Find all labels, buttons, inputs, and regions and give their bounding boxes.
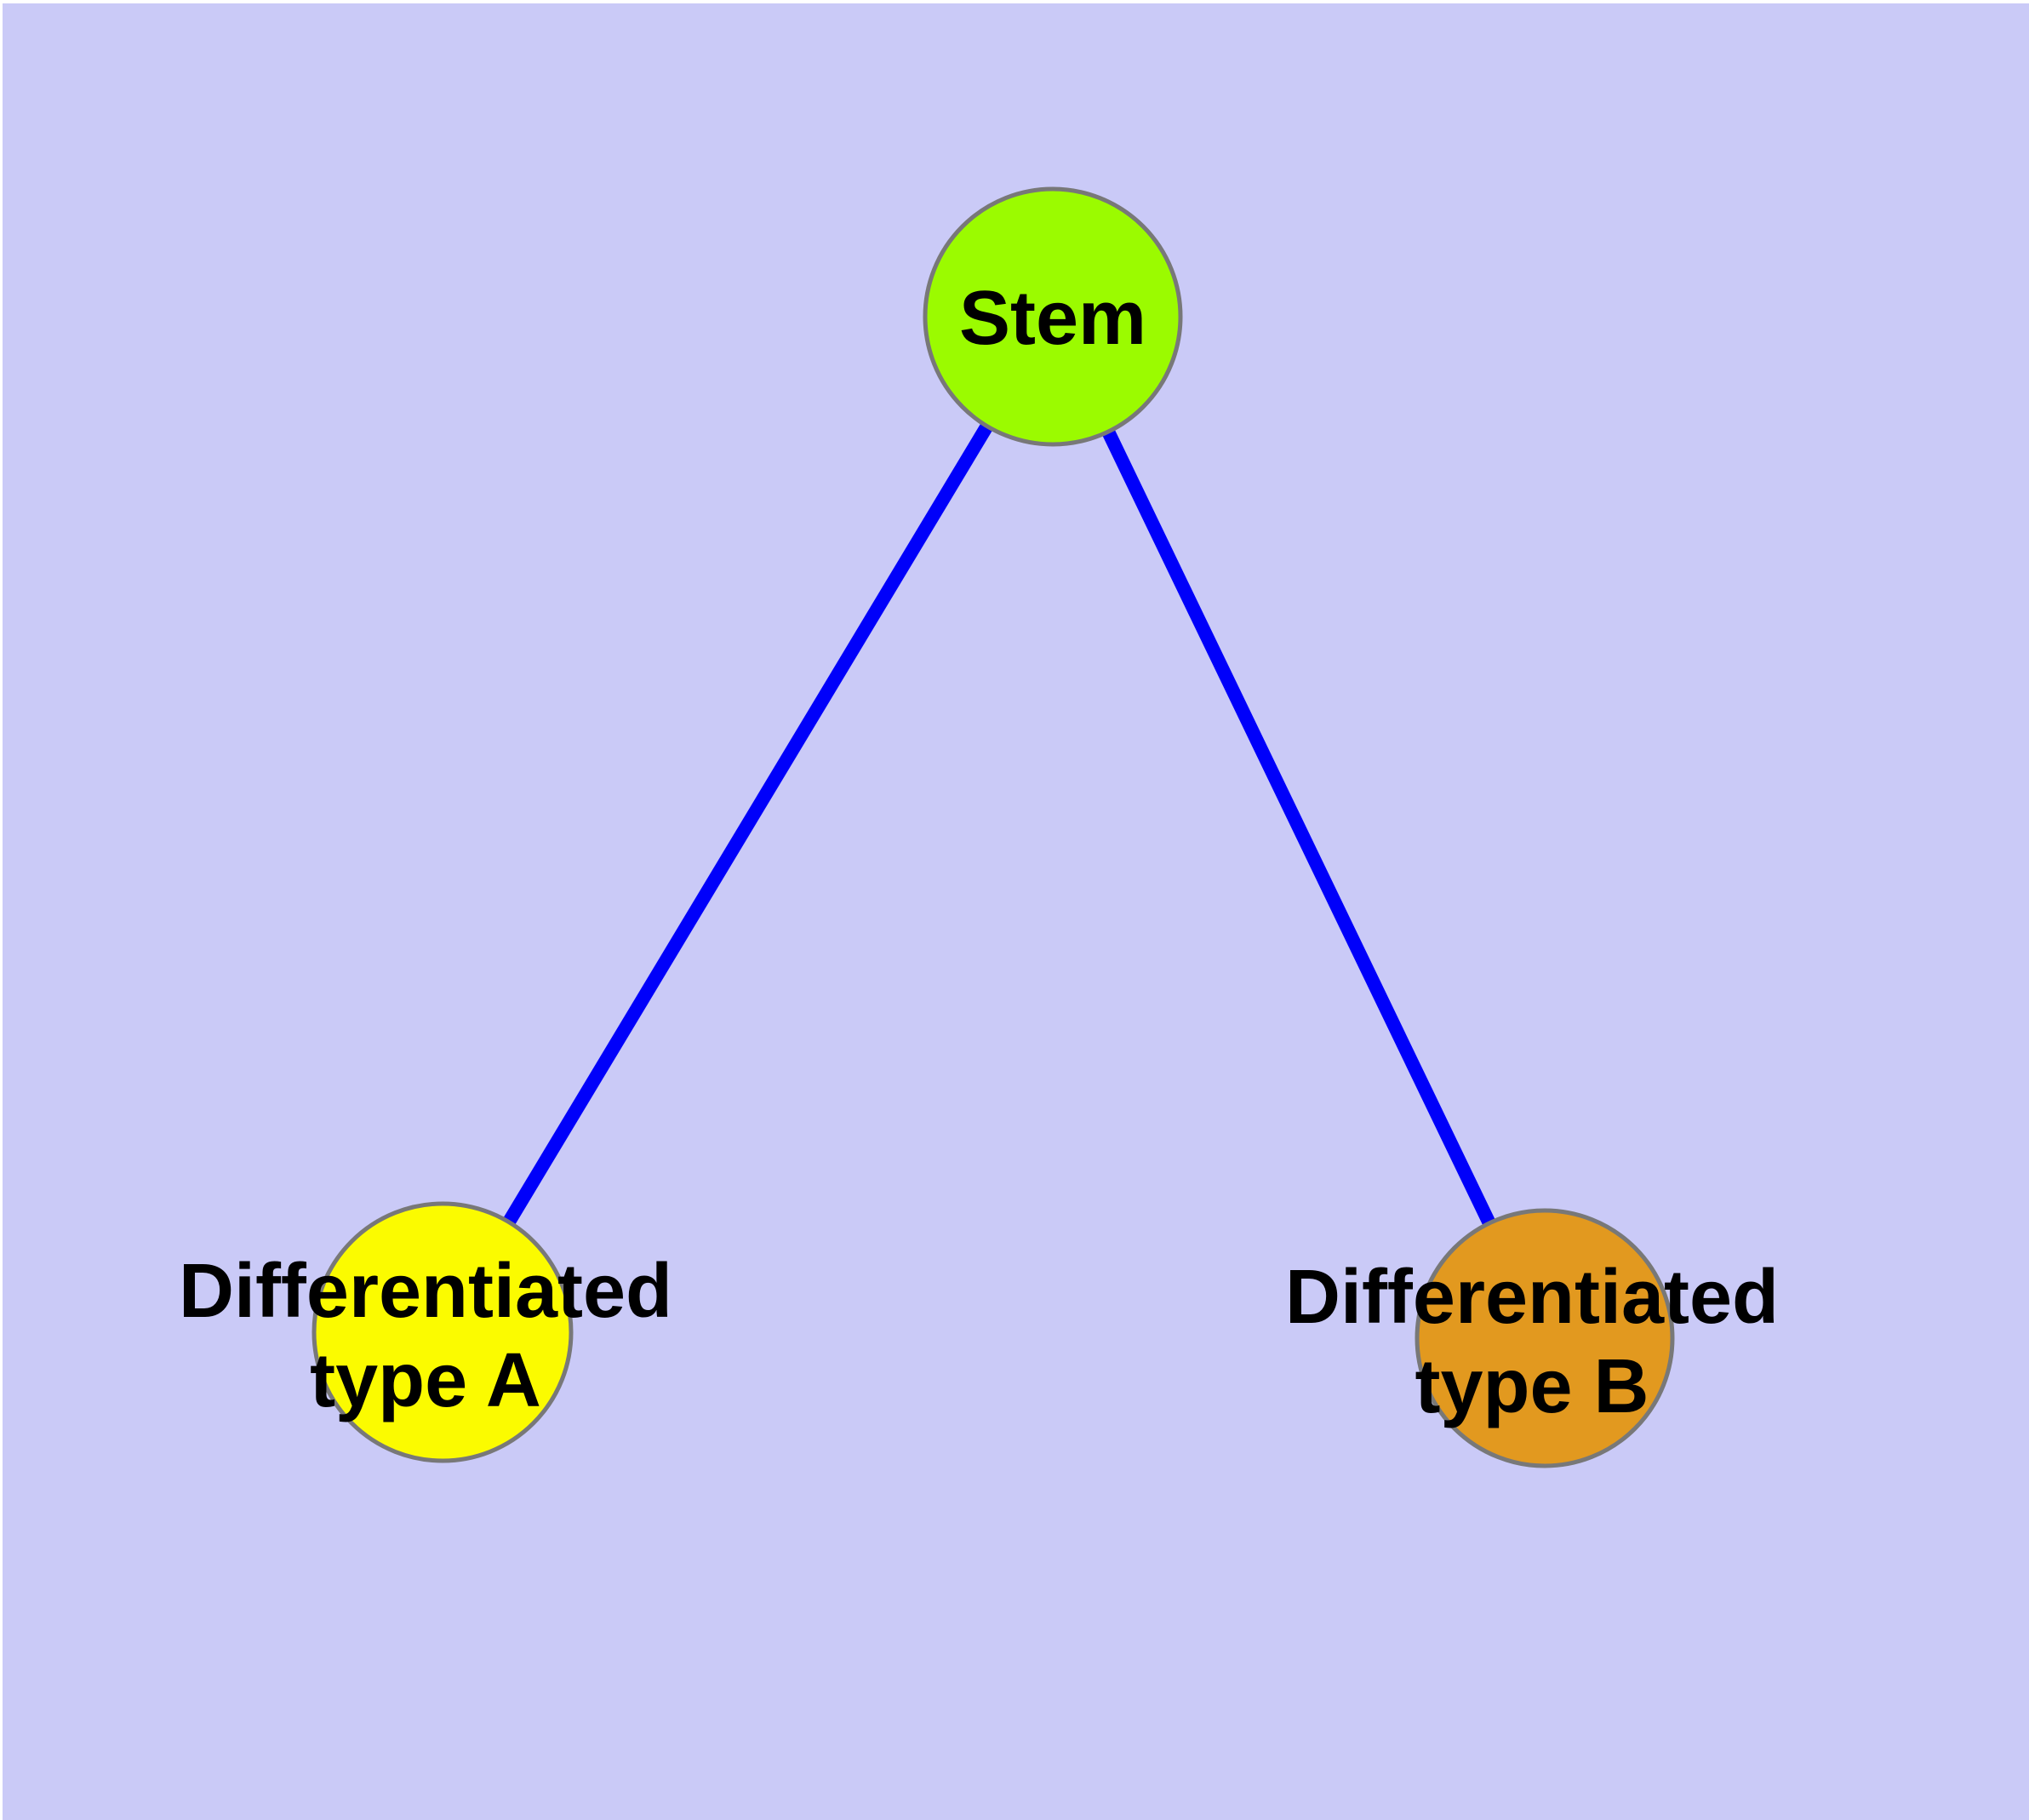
node-stem-circle <box>923 186 1183 447</box>
node-stem-label: Stem <box>959 276 1146 361</box>
node-differentiated-type-b-circle <box>1415 1208 1675 1468</box>
edge-stem-to-differentiated-type-a <box>437 312 1059 1336</box>
node-differentiated-type-b: Differentiated type B <box>1285 1208 1779 1468</box>
edge-stem-to-differentiated-type-b <box>1046 313 1552 1342</box>
node-stem: Stem <box>923 186 1183 447</box>
node-differentiated-type-a-label-line1: Differentiated <box>179 1249 672 1334</box>
node-differentiated-type-b-label-line1: Differentiated <box>1285 1255 1779 1340</box>
node-differentiated-type-a: Differentiated type A <box>179 1201 672 1463</box>
node-differentiated-type-a-label-line2: type A <box>310 1338 541 1423</box>
node-differentiated-type-b-label-line2: type B <box>1415 1344 1649 1429</box>
node-differentiated-type-a-circle <box>311 1201 574 1463</box>
